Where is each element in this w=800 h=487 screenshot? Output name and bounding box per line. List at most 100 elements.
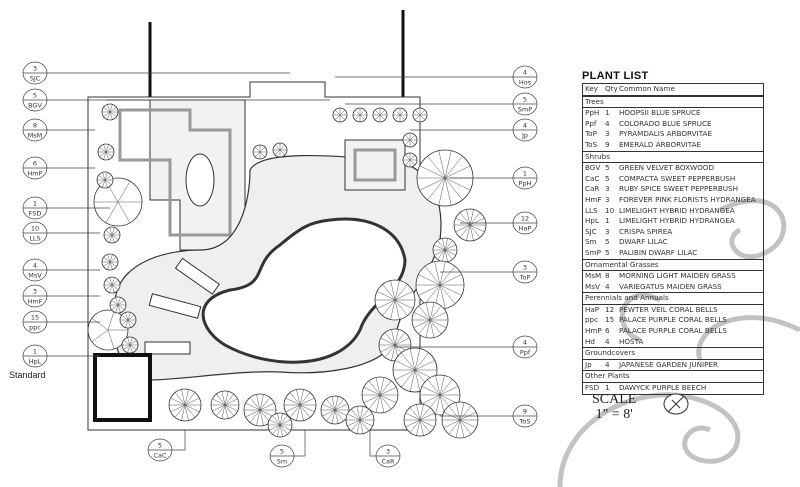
callout-qty: 5: [158, 442, 162, 450]
plant-key: FSD: [585, 383, 600, 393]
lounge-chairs: [144, 257, 220, 355]
plant-name: HOSTA: [619, 336, 644, 346]
plant-key: Sm: [585, 237, 597, 247]
plant-symbol: [332, 107, 348, 123]
callout-key: HmF: [28, 298, 43, 306]
plant-name: PALIBIN DWARF LILAC: [619, 247, 698, 257]
callout-qty: 3: [33, 65, 37, 73]
plant-key: CaC: [585, 173, 600, 183]
plant-qty: 5: [605, 163, 610, 173]
plant-qty: 4: [605, 281, 610, 291]
plant-name: PALACE PURPLE CORAL BELLS: [619, 315, 727, 325]
plant-name: CRISPA SPIREA: [619, 226, 673, 236]
callout-qty: 3: [523, 264, 527, 272]
dining-table: [185, 153, 215, 207]
plant-key: ToS: [585, 139, 598, 149]
callout-qty: 12: [521, 215, 529, 223]
plant-name: LIMELIGHT HYBRID HYDRANGEA: [619, 216, 735, 226]
plant-symbol: [121, 336, 139, 354]
plant-qty: 1: [605, 383, 610, 393]
plant-symbol: [97, 143, 115, 161]
decorative-swirls: [557, 198, 800, 487]
callout-qty: 3: [33, 288, 37, 296]
callout-qty: 3: [386, 448, 390, 456]
plant-qty: 6: [605, 326, 610, 336]
plant-symbol: [243, 393, 277, 427]
callout-qty: 4: [523, 122, 527, 130]
plant-symbol: [93, 177, 143, 227]
callout-key: Sm: [277, 458, 287, 466]
plant-name: PALACE PURPLE CORAL BELLS: [619, 326, 727, 336]
table-header: Key Qty Common Name: [583, 84, 763, 96]
section-heading: Trees: [583, 95, 763, 109]
plant-symbol: [412, 107, 428, 123]
callout-key: ToS: [519, 418, 531, 426]
callout-key: SmP: [518, 106, 532, 114]
plant-name: DAWYCK PURPLE BEECH: [619, 383, 707, 393]
plant-symbol: [374, 279, 416, 321]
callout-key: BGV: [28, 102, 42, 110]
plant-name: JAPANESE GARDEN JUNIPER: [619, 359, 718, 369]
plant-key: LLS: [585, 205, 598, 215]
plant-name: FOREVER PINK FLORISTS HYDRANGEA: [619, 194, 756, 204]
plant-key: BGV: [585, 163, 601, 173]
callout-key: Ppf: [520, 349, 531, 357]
callout-qty: 6: [33, 160, 37, 168]
plant-key: ppc: [585, 315, 599, 325]
section-heading: Perennials and Annuals: [583, 292, 763, 305]
plant-name: LIMELIGHT HYBRID HYDRANGEA: [619, 205, 735, 215]
plant-name: VARIEGATUS MAIDEN GRASS: [619, 281, 722, 291]
plant-symbol: [103, 276, 121, 294]
callout-key: Jp: [521, 132, 528, 140]
plant-key: HpL: [585, 216, 599, 226]
plant-qty: 5: [605, 237, 610, 247]
patio-inlay: [118, 108, 232, 237]
table-row: FSD 1 DAWYCK PURPLE BEECH: [583, 383, 763, 394]
plant-qty: 8: [605, 271, 610, 281]
plant-symbol: [320, 395, 350, 425]
plant-key: Jp: [585, 359, 592, 369]
plant-symbol: [272, 142, 288, 158]
callout-key: ToP: [519, 274, 531, 282]
plant-symbol: [283, 388, 317, 422]
plant-key: MsM: [585, 271, 602, 281]
property-boundary: [87, 81, 421, 431]
header-key: Key: [585, 84, 599, 93]
plant-symbol: [403, 403, 437, 437]
plant-qty: 4: [605, 118, 610, 128]
header-qty: Qty: [605, 84, 618, 93]
plant-name: GREEN VELVET BOXWOOD: [619, 163, 714, 173]
table-row: BGV 5 GREEN VELVET BOXWOOD: [583, 163, 763, 174]
section-heading: Ornamental Grasses: [583, 258, 763, 272]
plant-name: COMPACTA SWEET PEPPERBUSH: [619, 173, 736, 183]
plant-symbol: [392, 107, 408, 123]
section-heading: Shrubs: [583, 150, 763, 164]
callout-qty: 15: [31, 314, 39, 322]
plantings: [87, 103, 487, 439]
plant-key: MsV: [585, 281, 600, 291]
pool-house: [93, 353, 152, 422]
callout-qty: 10: [31, 225, 39, 233]
plant-name: PEWTER VEIL CORAL BELLS: [619, 304, 718, 314]
header-common-name: Common Name: [619, 84, 675, 93]
callout-key: CaR: [381, 458, 395, 466]
